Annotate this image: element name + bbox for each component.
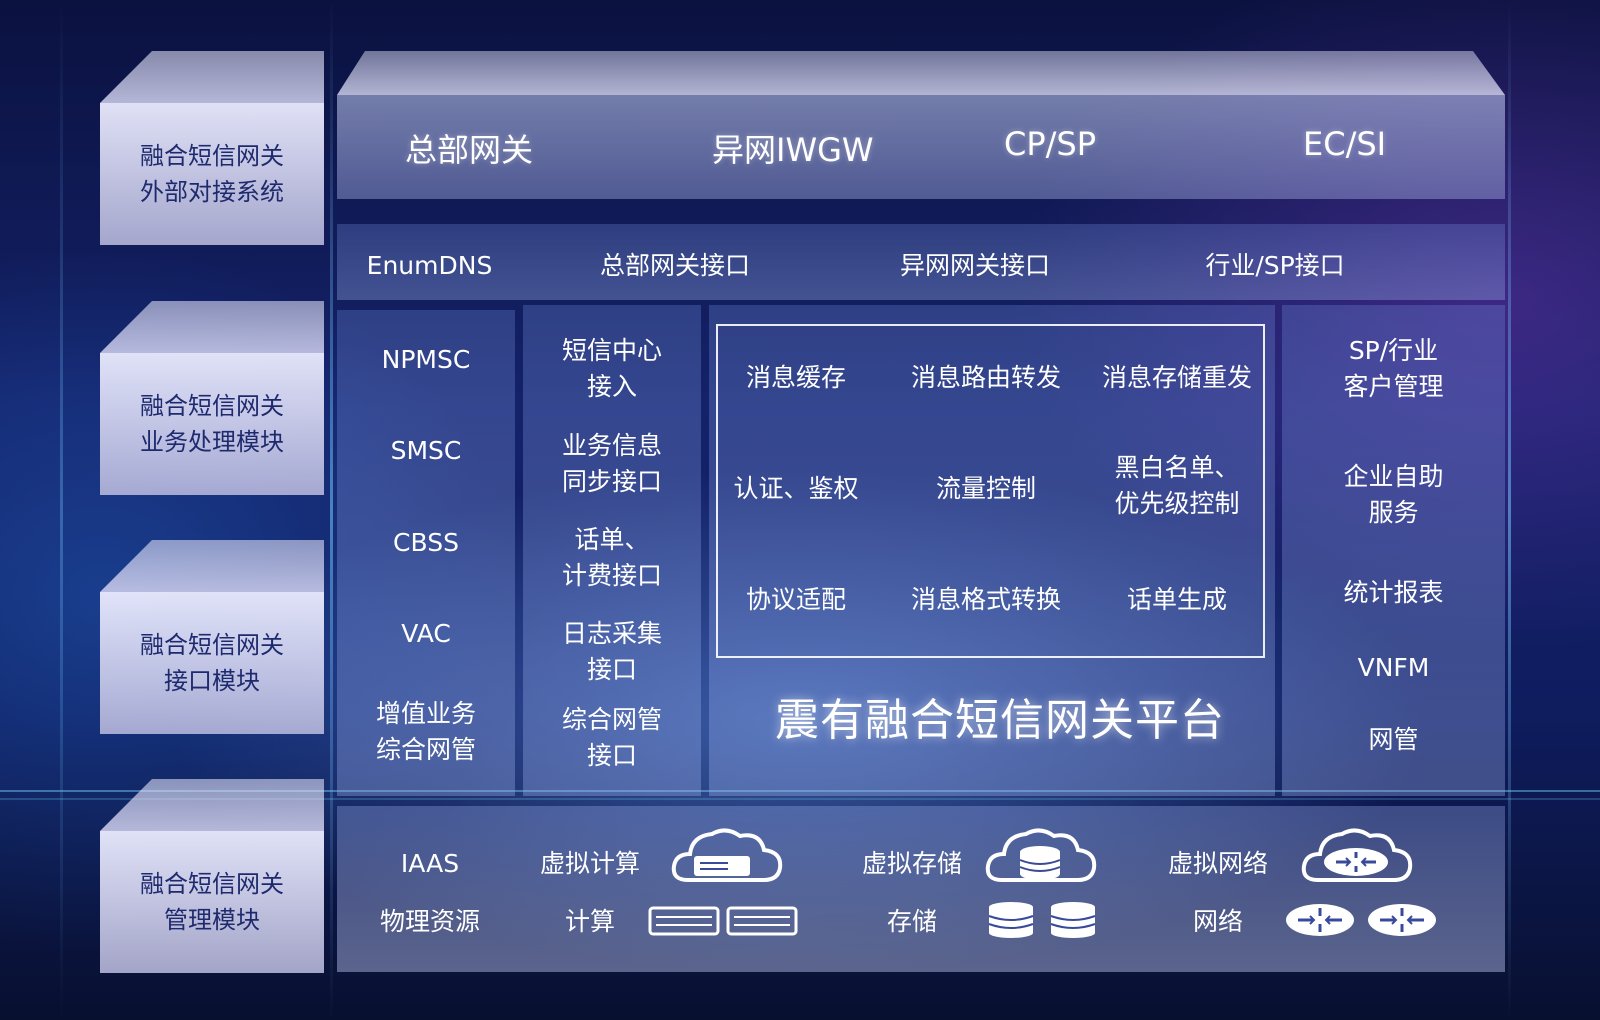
- mgmt-enterprise-self-service: 企业自助服务: [1343, 462, 1444, 527]
- cloud-server-icon: [671, 828, 783, 882]
- fn-blacklist-priority: 黑白名单、优先级控制: [1114, 453, 1240, 518]
- module-label-line2: 管理模块: [164, 906, 260, 934]
- external-layer-top: [337, 51, 1505, 95]
- module-external-system: 融合短信网关 外部对接系统: [100, 51, 324, 245]
- if-sms-center-access: 短信中心接入: [561, 336, 662, 401]
- module-label-line1: 融合短信网关: [140, 392, 284, 420]
- module-label-line1: 融合短信网关: [140, 631, 284, 659]
- module-management: 融合短信网关 管理模块: [100, 779, 324, 973]
- mgmt-statistics: 统计报表: [1343, 578, 1444, 607]
- if-log-collection: 日志采集接口: [561, 619, 662, 684]
- router-icon: [1286, 904, 1354, 936]
- fn-auth: 认证、鉴权: [733, 474, 859, 503]
- infra-virtual-network: 虚拟网络: [1167, 849, 1268, 878]
- interface-row: [337, 224, 1505, 300]
- column-access-interfaces: [523, 305, 701, 796]
- ne-npmsc: NPMSC: [381, 345, 471, 374]
- external-hq-gateway: 总部网关: [405, 131, 534, 169]
- infra-virtual-compute: 虚拟计算: [539, 849, 640, 878]
- mgmt-sp-customer: SP/行业客户管理: [1343, 336, 1444, 401]
- fn-protocol-adapt: 协议适配: [745, 585, 846, 614]
- infra-network: 网络: [1192, 907, 1243, 936]
- background-light-beam: [330, 0, 333, 1020]
- database-icon: [1050, 902, 1096, 938]
- fn-cdr-generation: 话单生成: [1126, 585, 1227, 614]
- router-icon: [1368, 904, 1436, 936]
- ne-value-added-nms: 增值业务综合网管: [375, 699, 476, 764]
- cloud-database-icon: [985, 828, 1097, 882]
- infrastructure-layer: [337, 806, 1505, 972]
- module-label-line1: 融合短信网关: [140, 142, 284, 170]
- module-business-processing: 融合短信网关 业务处理模块: [100, 301, 324, 495]
- interface-other-network: 异网网关接口: [899, 251, 1050, 280]
- external-iwgw: 异网IWGW: [712, 131, 874, 169]
- database-icon: [988, 902, 1034, 938]
- column-core-platform: [709, 305, 1275, 796]
- module-interface: 融合短信网关 接口模块: [100, 540, 324, 734]
- if-business-sync: 业务信息同步接口: [561, 431, 662, 496]
- interface-hq-gateway: 总部网关接口: [599, 251, 750, 280]
- fn-message-routing: 消息路由转发: [910, 363, 1061, 392]
- mgmt-vnfm: VNFM: [1357, 653, 1430, 682]
- cloud-router-icon: [1301, 828, 1413, 882]
- module-label-line2: 接口模块: [164, 667, 260, 695]
- ne-vac: VAC: [401, 619, 451, 648]
- ne-cbss: CBSS: [393, 528, 459, 557]
- mgmt-nms: 网管: [1368, 725, 1419, 754]
- external-layer: [337, 95, 1505, 199]
- fn-store-resend: 消息存储重发: [1101, 363, 1252, 392]
- external-cp-sp: CP/SP: [1004, 125, 1097, 163]
- module-label-line2: 业务处理模块: [140, 428, 284, 456]
- module-label-line1: 融合短信网关: [140, 870, 284, 898]
- fn-format-convert: 消息格式转换: [910, 585, 1061, 614]
- background-light-beam: [1508, 0, 1511, 1020]
- infra-virtual-storage: 虚拟存储: [861, 849, 962, 878]
- column-management: [1282, 305, 1505, 796]
- server-icon: [726, 906, 798, 936]
- infra-storage: 存储: [886, 907, 937, 936]
- server-icon: [648, 906, 720, 936]
- column-network-elements: [337, 310, 515, 796]
- module-label-line2: 外部对接系统: [140, 178, 284, 206]
- core-function-frame: [716, 324, 1265, 658]
- infra-compute: 计算: [564, 907, 615, 936]
- platform-title: 震有融合短信网关平台: [775, 695, 1225, 746]
- background-light-beam: [60, 0, 63, 1020]
- infra-physical: 物理资源: [379, 907, 480, 936]
- fn-message-cache: 消息缓存: [745, 363, 846, 392]
- fn-flow-control: 流量控制: [935, 474, 1036, 503]
- interface-industry-sp: 行业/SP接口: [1205, 251, 1345, 280]
- interface-enumdns: EnumDNS: [366, 251, 493, 280]
- external-ec-si: EC/SI: [1303, 125, 1387, 163]
- if-billing: 话单、计费接口: [561, 525, 662, 590]
- floor-line: [0, 790, 1600, 792]
- floor-line: [0, 798, 1600, 800]
- infra-iaas: IAAS: [400, 849, 460, 878]
- if-nms: 综合网管接口: [561, 705, 662, 770]
- ne-smsc: SMSC: [390, 436, 462, 465]
